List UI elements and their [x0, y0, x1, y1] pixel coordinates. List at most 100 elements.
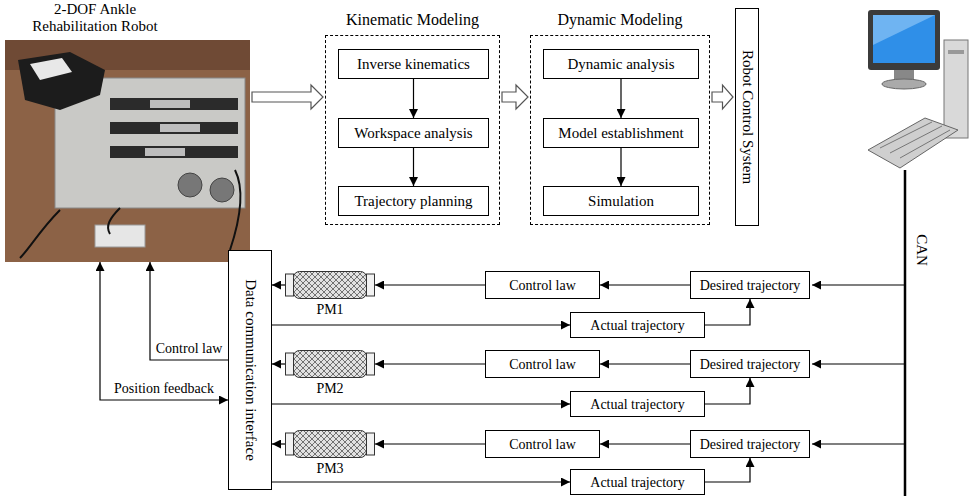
robot-photo: [230, 170, 240, 250]
vertical-text: Data communication interface: [242, 279, 259, 461]
box-text: Actual trajectory: [590, 317, 684, 334]
process-box: Trajectory planning: [338, 186, 489, 216]
connector-arrow: [272, 284, 285, 285]
box-text: Desired trajectory: [700, 277, 801, 294]
robot-photo: [150, 100, 190, 108]
actuator-symbol: [367, 433, 375, 455]
vertical-box: Data communication interface: [228, 250, 272, 490]
connector-arrow: [600, 363, 690, 364]
connector-arrow: [272, 403, 570, 404]
dashed-group: Kinematic ModelingInverse kinematicsWork…: [325, 35, 500, 225]
can-bus: [812, 443, 905, 444]
robot-photo: [18, 52, 105, 110]
box-text: Workspace analysis: [354, 125, 472, 142]
process-box: Desired trajectory: [690, 271, 810, 299]
actuator-symbol: [294, 272, 367, 299]
bus-label: CAN: [913, 232, 930, 268]
robot-photo-box: 2-DOF Ankle Rehabilitation Robot: [5, 40, 250, 262]
edge-label: Control law: [154, 341, 225, 357]
process-box: Desired trajectory: [690, 350, 810, 378]
process-box: Workspace analysis: [338, 118, 489, 148]
robot-photo: [20, 210, 60, 258]
actuator-symbol: [286, 353, 294, 375]
computer-icon: [868, 10, 968, 168]
actuator-symbol: [286, 433, 294, 455]
edge-label: Position feedback: [112, 381, 216, 397]
connector-arrow: [150, 262, 228, 360]
vertical-box: Robot Control System: [735, 8, 759, 226]
robot-photo: [110, 122, 238, 134]
box-text: Actual trajectory: [590, 396, 684, 413]
process-box: Model establishment: [543, 118, 699, 148]
box-text: Inverse kinematics: [357, 56, 470, 73]
box-text: Simulation: [588, 193, 654, 210]
connector-arrow: [600, 443, 690, 444]
process-box: Simulation: [543, 186, 699, 216]
box-text: Dynamic analysis: [567, 56, 674, 73]
robot-photo: [108, 208, 120, 234]
robot-photo: [95, 225, 145, 247]
computer-icon: [944, 40, 968, 138]
group-title: Kinematic Modeling: [326, 11, 499, 29]
box-text: Control law: [509, 436, 576, 453]
process-box: Dynamic analysis: [543, 49, 699, 79]
robot-photo: [178, 173, 202, 197]
dashed-group: Dynamic ModelingDynamic analysisModel es…: [530, 35, 710, 225]
computer-icon: [873, 15, 935, 63]
process-box: Actual trajectory: [570, 312, 705, 338]
can-bus: [812, 363, 905, 364]
box-text: Desired trajectory: [700, 356, 801, 373]
computer-icon: [873, 15, 935, 45]
actuator-symbol: [367, 274, 375, 296]
actuator-label: PM2: [275, 381, 385, 396]
robot-photo: [210, 178, 234, 202]
process-box: Control law: [485, 430, 600, 458]
robot-photo: [30, 58, 72, 80]
actuator-symbol: [286, 274, 294, 296]
robot-photo: [5, 40, 250, 262]
group-title: Dynamic Modeling: [531, 11, 709, 29]
can-bus: [812, 170, 905, 496]
connector-arrow: [705, 378, 750, 404]
connector-arrow: [375, 363, 485, 364]
process-box: Actual trajectory: [570, 469, 705, 495]
actuator-symbol: [285, 271, 375, 299]
robot-photo: [145, 148, 185, 156]
computer-icon: [880, 122, 950, 158]
process-box: Control law: [485, 350, 600, 378]
connector-arrow: [620, 79, 621, 118]
actuator-label: PM1: [275, 302, 385, 317]
actuator-symbol: [294, 431, 367, 458]
connector-arrow: [600, 284, 690, 285]
vertical-text: Robot Control System: [739, 50, 756, 184]
actuator-node: PM3: [285, 430, 375, 458]
box-text: Trajectory planning: [354, 193, 472, 210]
connector-arrow: [375, 284, 485, 285]
process-box: Control law: [485, 271, 600, 299]
can-bus: [904, 170, 907, 496]
connector-arrow: [705, 458, 750, 482]
process-box: Inverse kinematics: [338, 49, 489, 79]
block-arrow: [502, 85, 528, 109]
box-text: Model establishment: [558, 125, 683, 142]
computer-icon: [868, 118, 958, 168]
actuator-symbol: [285, 430, 375, 458]
connector-arrow: [375, 443, 485, 444]
actuator-symbol: [367, 353, 375, 375]
figure-heading: 2-DOF Ankle Rehabilitation Robot: [20, 1, 170, 35]
box-text: Desired trajectory: [700, 436, 801, 453]
box-text: Actual trajectory: [590, 474, 684, 491]
actuator-symbol: [285, 350, 375, 378]
robot-photo: [110, 98, 238, 110]
robot-photo: [5, 40, 250, 262]
connector-arrow: [100, 262, 228, 400]
process-box: Desired trajectory: [690, 430, 810, 458]
connector-arrow: [413, 79, 414, 118]
box-text: Control law: [509, 277, 576, 294]
box-text: Control law: [509, 356, 576, 373]
computer-icon: [948, 50, 964, 54]
computer-icon: [868, 10, 940, 70]
connector-arrow: [272, 443, 285, 444]
actuator-label: PM3: [275, 461, 385, 476]
